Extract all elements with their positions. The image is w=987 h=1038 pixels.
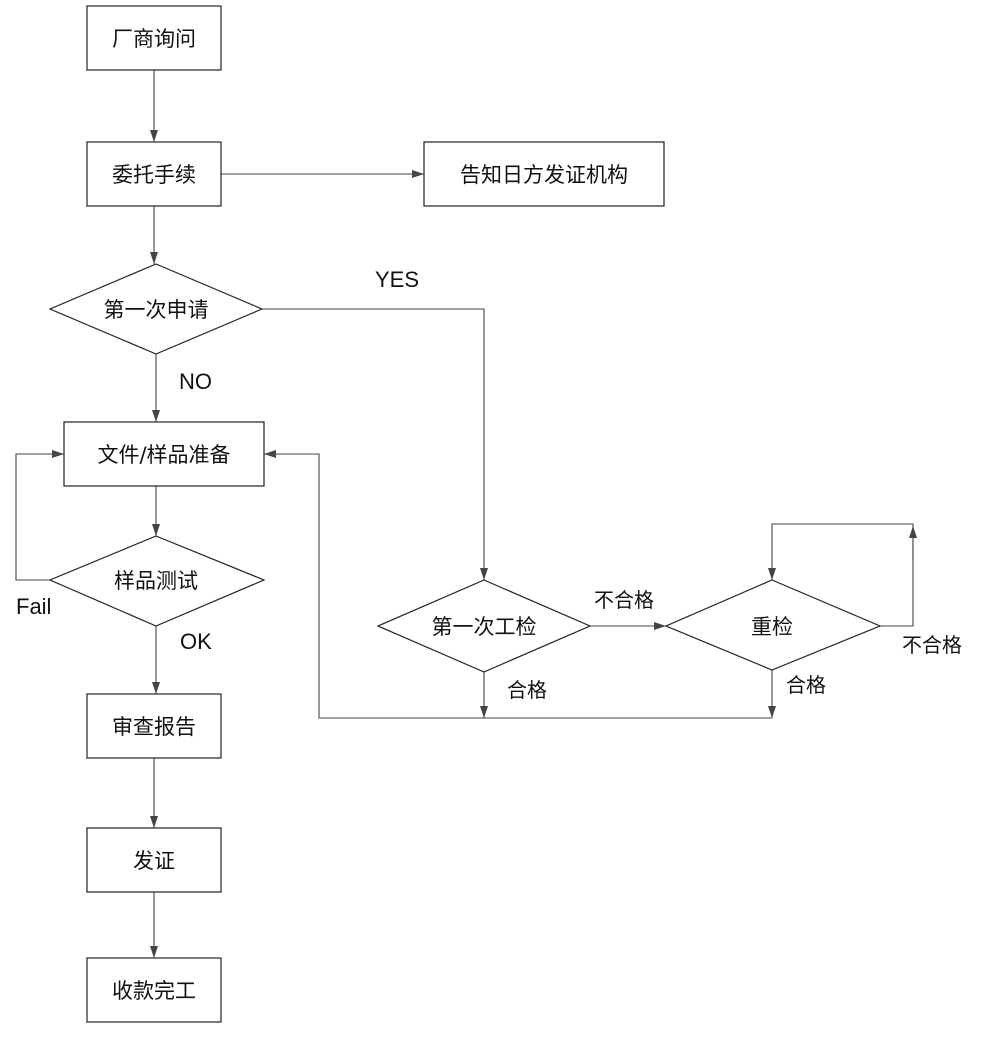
- edge-return-to-prepare: [264, 450, 772, 719]
- node-sample-test-label: 样品测试: [114, 569, 198, 593]
- edge-label-fail-first: 不合格: [594, 588, 654, 612]
- edge-label-pass-re: 合格: [786, 673, 826, 697]
- node-review-label: 审查报告: [112, 715, 196, 739]
- edge-label-yes: YES: [375, 267, 419, 292]
- edge-sample-test-fail-loop: [15, 450, 64, 581]
- node-notify: 告知日方发证机构: [423, 141, 665, 207]
- node-reinspection: 重检: [664, 579, 882, 671]
- edge-label-no: NO: [179, 369, 212, 394]
- edges: [15, 70, 917, 958]
- node-prepare: 文件/样品准备: [63, 421, 265, 487]
- node-entrust-label: 委托手续: [112, 163, 196, 187]
- node-complete-label: 收款完工: [112, 979, 196, 1003]
- node-first-application: 第一次申请: [48, 263, 264, 355]
- node-inquiry-label: 厂商询问: [112, 27, 196, 51]
- node-sample-test: 样品测试: [48, 535, 266, 627]
- edge-label-fail-re: 不合格: [902, 633, 962, 657]
- edge-reinspection-fail-loop: [768, 523, 914, 627]
- node-entrust: 委托手续: [86, 141, 222, 207]
- edge-first-application-yes: [262, 308, 488, 580]
- node-certify-label: 发证: [133, 849, 175, 873]
- node-prepare-label: 文件/样品准备: [97, 443, 230, 467]
- node-certify: 发证: [86, 827, 222, 893]
- node-first-inspection: 第一次工检: [376, 579, 592, 673]
- node-inquiry: 厂商询问: [86, 5, 222, 71]
- node-review: 审查报告: [86, 693, 222, 759]
- node-complete: 收款完工: [86, 957, 222, 1023]
- node-reinspection-label: 重检: [751, 615, 793, 639]
- edge-label-ok: OK: [180, 629, 212, 654]
- edge-label-fail: Fail: [16, 594, 51, 619]
- node-first-application-label: 第一次申请: [104, 298, 209, 322]
- edge-label-pass-first: 合格: [507, 678, 547, 702]
- node-notify-label: 告知日方发证机构: [460, 163, 628, 187]
- node-first-inspection-label: 第一次工检: [432, 615, 537, 639]
